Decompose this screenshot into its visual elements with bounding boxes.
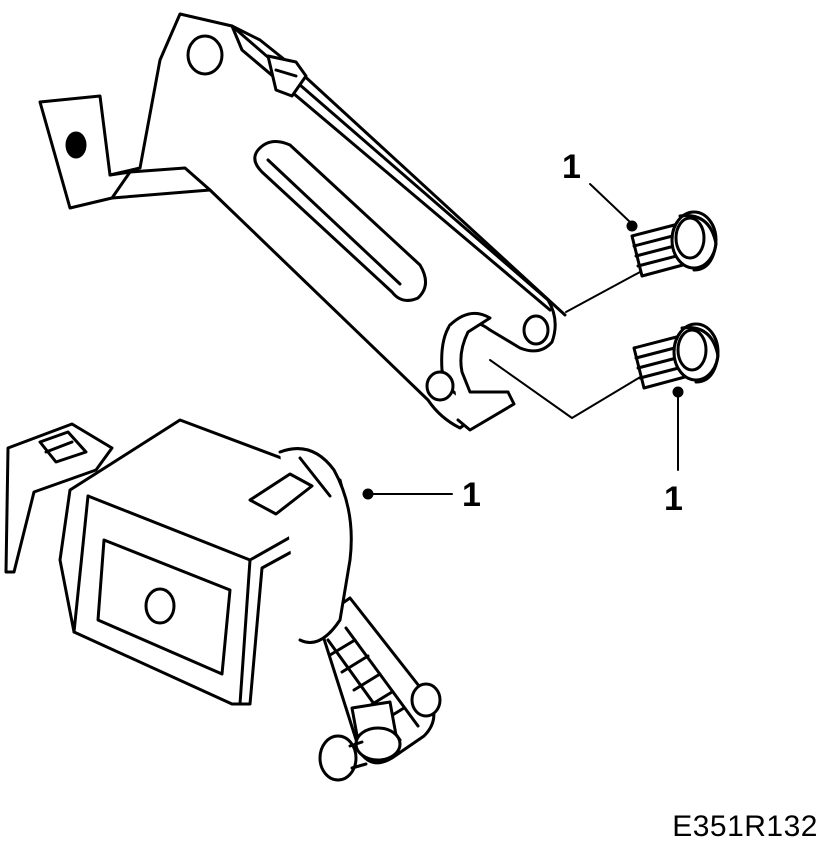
bolt-lower [632,322,720,390]
leader-line-upper-bolt [565,271,641,313]
callout-dot-sensor [362,488,374,500]
bolt-upper [630,210,718,278]
callout-label-sensor: 1 [462,476,481,514]
level-sensor [4,418,442,782]
callout-label-upper-bolt: 1 [562,148,581,186]
callout-dot-lower [672,386,684,398]
callout-label-lower-bolt: 1 [664,480,683,518]
mounting-bracket [38,12,567,432]
callout-dot-upper [626,220,638,232]
leader-line-lower-bolt [489,359,643,419]
callout-leader-upper [589,183,631,223]
figure-code: E351R132 [672,810,818,843]
